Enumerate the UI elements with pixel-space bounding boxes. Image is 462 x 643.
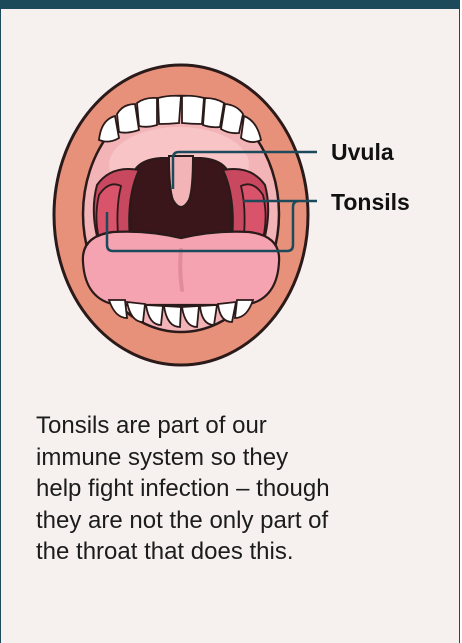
tongue-midline: [180, 250, 182, 290]
caption-line: immune system so they: [36, 442, 436, 474]
caption-line: Tonsils are part of our: [36, 410, 436, 442]
caption-text: Tonsils are part of our immune system so…: [36, 410, 436, 568]
open-mouth-illustration: Uvula Tonsils: [1, 0, 461, 400]
caption-line: they are not the only part of: [36, 505, 436, 537]
tonsils-label: Tonsils: [331, 189, 410, 215]
caption-line: the throat that does this.: [36, 536, 436, 568]
caption-line: help fight infection – though: [36, 473, 436, 505]
uvula-label: Uvula: [331, 139, 394, 165]
